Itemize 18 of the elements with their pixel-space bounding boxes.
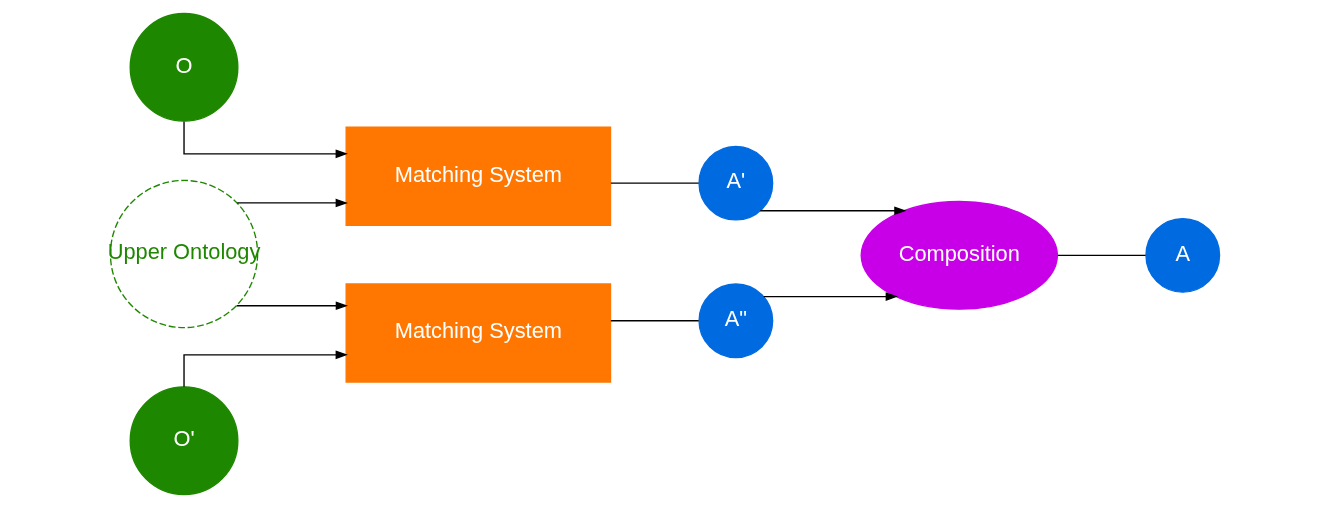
node-circle: A" xyxy=(698,283,774,359)
arrow xyxy=(763,292,898,301)
node-circle: O' xyxy=(129,386,239,496)
node-circle: O xyxy=(129,12,239,122)
connector xyxy=(610,320,700,322)
connector xyxy=(1057,254,1147,257)
node-box: Matching System xyxy=(345,283,612,383)
node-circle: A' xyxy=(698,145,774,221)
node-ellipse: Composition xyxy=(860,200,1059,310)
node-box: Matching System xyxy=(345,126,612,227)
node-circle: Upper Ontology xyxy=(109,179,259,329)
arrow xyxy=(183,120,348,159)
connector xyxy=(610,182,700,184)
arrow xyxy=(236,198,348,208)
arrow xyxy=(759,206,907,216)
arrow xyxy=(183,350,348,388)
node-circle: A xyxy=(1145,217,1221,293)
arrow xyxy=(235,301,348,311)
